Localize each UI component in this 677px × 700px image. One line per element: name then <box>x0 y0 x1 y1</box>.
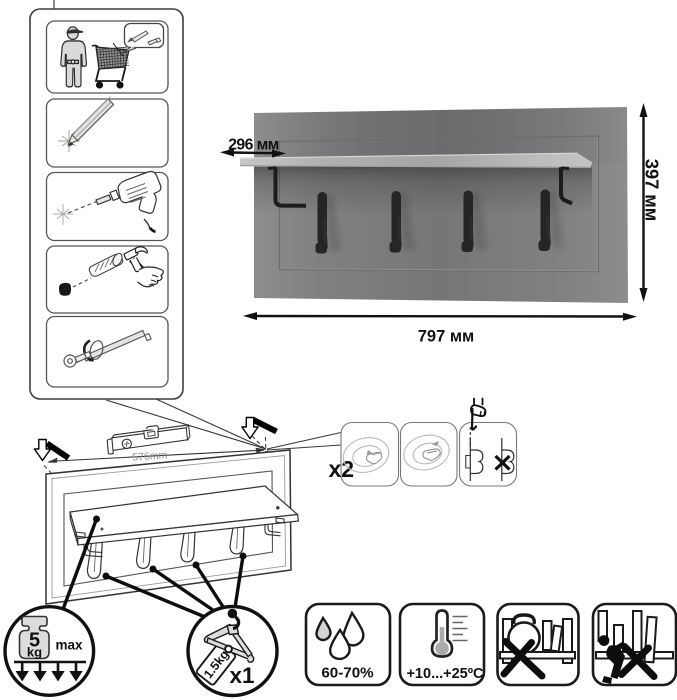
svg-text:+10...+25ºC: +10...+25ºC <box>406 666 484 682</box>
svg-text:max: max <box>56 638 84 653</box>
svg-text:296 мм: 296 мм <box>228 137 279 154</box>
svg-text:576mm: 576mm <box>132 449 168 463</box>
svg-text:5: 5 <box>29 630 40 652</box>
svg-text:60-70%: 60-70% <box>321 665 374 682</box>
svg-text:x1: x1 <box>230 663 255 688</box>
svg-text:797 мм: 797 мм <box>418 328 475 346</box>
svg-text:397 мм: 397 мм <box>642 159 662 221</box>
svg-text:kg: kg <box>27 645 42 660</box>
